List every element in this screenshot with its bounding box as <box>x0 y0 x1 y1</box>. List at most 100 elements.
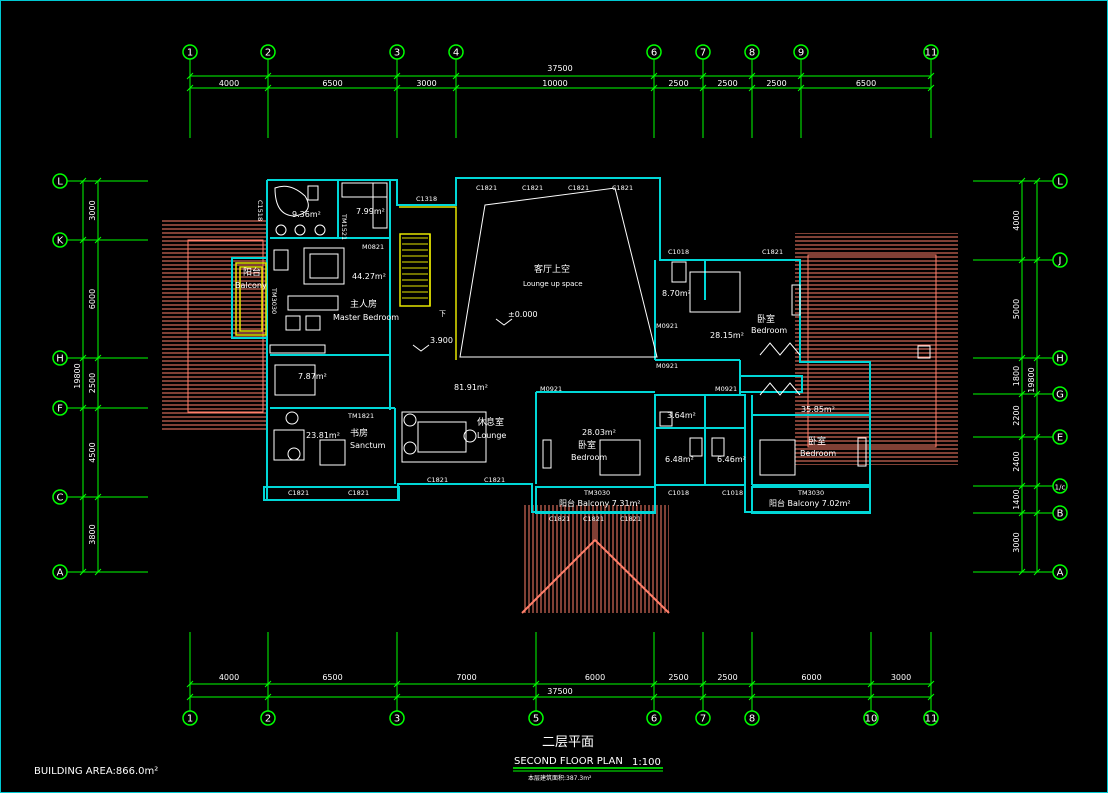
dim-top-3: 10000 <box>542 79 567 88</box>
tag-c1821-a: C1821 <box>476 184 497 192</box>
axis-bottom-6 <box>646 710 662 726</box>
title-cn: 二层平面 <box>542 735 594 750</box>
stair-down: 下 <box>439 310 446 318</box>
axis-bottom-11-label: 11 <box>925 714 938 725</box>
dim-top-0: 4000 <box>219 79 239 88</box>
study-label-en: Sanctum <box>350 441 386 450</box>
dim-total-top: 37500 <box>547 64 572 73</box>
area-648: 6.48m² <box>665 455 694 464</box>
dim-bottom-6: 6000 <box>801 673 821 682</box>
axis-top-3-label: 3 <box>394 48 400 59</box>
axis-top-6-label: 6 <box>651 48 657 59</box>
area-hall: 81.91m² <box>454 383 488 392</box>
axis-top-7 <box>695 44 711 60</box>
axis-left-L <box>52 173 68 189</box>
dim-right-2: 1800 <box>1012 366 1021 386</box>
lounge-label-en: Lounge <box>477 431 506 440</box>
axis-left-C-label: C <box>57 493 64 504</box>
axis-left-F <box>52 400 68 416</box>
axis-right-E-label: E <box>1057 433 1063 444</box>
tag-c1518: C1518 <box>256 200 264 221</box>
axis-right-J <box>1052 252 1068 268</box>
area-bed2: 28.03m² <box>582 428 616 437</box>
axis-bottom-6-label: 6 <box>651 714 657 725</box>
axis-right-G-label: G <box>1056 390 1064 401</box>
axis-right-G <box>1052 386 1068 402</box>
balcony-mid: 阳台 Balcony 7.31m² <box>559 498 641 508</box>
axis-left-A <box>52 564 68 580</box>
bed3-label-cn: 卧室 <box>808 435 826 447</box>
tag-m0921-d: M0921 <box>715 385 737 393</box>
tag-tm3030-c: TM3030 <box>797 489 824 497</box>
dim-left-4: 3800 <box>88 524 97 544</box>
dim-right-3: 2200 <box>1012 405 1021 425</box>
area-bed1: 28.15m² <box>710 331 744 340</box>
axis-top-11-label: 11 <box>925 48 938 59</box>
axis-top-8-label: 8 <box>749 48 755 59</box>
dim-bottom-4: 2500 <box>668 673 688 682</box>
dim-top-4: 2500 <box>668 79 688 88</box>
void-label-cn: 客厅上空 <box>534 263 570 275</box>
bed1-label-cn: 卧室 <box>757 313 775 325</box>
dim-top-2: 3000 <box>416 79 436 88</box>
dim-top-7: 6500 <box>856 79 876 88</box>
axis-bottom-5 <box>528 710 544 726</box>
title-scale: 1:100 <box>632 757 661 768</box>
axis-right-E <box>1052 429 1068 445</box>
axis-left-K-label: K <box>57 236 64 247</box>
area-870: 8.70m² <box>662 289 691 298</box>
walls <box>231 177 871 514</box>
room-labels: 9.36m² 7.99m² 44.27m² 主人房 Master Bedroom… <box>235 207 851 508</box>
axis-left-A-label: A <box>57 568 64 579</box>
dim-top-5: 2500 <box>717 79 737 88</box>
axis-top-9-label: 9 <box>798 48 804 59</box>
lounge-void <box>412 187 658 358</box>
tag-c1821-f: C1821 <box>288 489 309 497</box>
axis-top-2 <box>260 44 276 60</box>
axis-top-4-label: 4 <box>453 48 459 59</box>
axis-bottom-5-label: 5 <box>533 714 539 725</box>
lounge-label-cn: 休息室 <box>477 416 504 428</box>
dim-bottom-3: 6000 <box>585 673 605 682</box>
axis-right-L <box>1052 173 1068 189</box>
dim-right-0: 4000 <box>1012 210 1021 230</box>
axis-top-8 <box>744 44 760 60</box>
axis-right-B-label: B <box>1057 509 1064 520</box>
axis-right-L-label: L <box>1057 177 1063 188</box>
axis-bottom-1 <box>182 710 198 726</box>
dim-right-1: 5000 <box>1012 299 1021 319</box>
dim-right-4: 2400 <box>1012 451 1021 471</box>
tag-c1821-i: C1821 <box>484 476 505 484</box>
area-799: 7.99m² <box>356 207 385 216</box>
axis-right-B <box>1052 505 1068 521</box>
tag-tm3030: TM3030 <box>270 287 278 314</box>
dim-bottom-7: 3000 <box>891 673 911 682</box>
balcony-left-en: Balcony <box>235 281 267 290</box>
roof-left <box>162 218 267 432</box>
area-study: 23.81m² <box>306 431 340 440</box>
tag-c1821-e: C1821 <box>762 248 783 256</box>
axis-left-K <box>52 232 68 248</box>
axis-left-H <box>52 350 68 366</box>
tag-tm1821: TM1821 <box>347 412 374 420</box>
tag-c1821-j: C1821 <box>549 515 570 523</box>
axis-bottom-8 <box>744 710 760 726</box>
dim-top-6: 2500 <box>766 79 786 88</box>
axis-bottom-2 <box>260 710 276 726</box>
balcony-right: 阳台 Balcony 7.02m² <box>769 498 851 508</box>
dim-total-left: 19800 <box>73 363 82 388</box>
master-label-en: Master Bedroom <box>333 313 399 322</box>
tag-c1018-b: C1018 <box>668 489 689 497</box>
area-936: 9.36m² <box>292 210 321 219</box>
dim-left-1: 6000 <box>88 289 97 309</box>
axis-bottom-3 <box>389 710 405 726</box>
axis-right-A-label: A <box>1057 568 1064 579</box>
axis-bottom-3-label: 3 <box>394 714 400 725</box>
axis-right-J-label: J <box>1058 256 1062 267</box>
axis-right-H-label: H <box>1056 354 1064 365</box>
axis-top-9 <box>793 44 809 60</box>
axis-top-3 <box>389 44 405 60</box>
tag-c1018-c: C1018 <box>722 489 743 497</box>
axis-left-H-label: H <box>56 354 64 365</box>
